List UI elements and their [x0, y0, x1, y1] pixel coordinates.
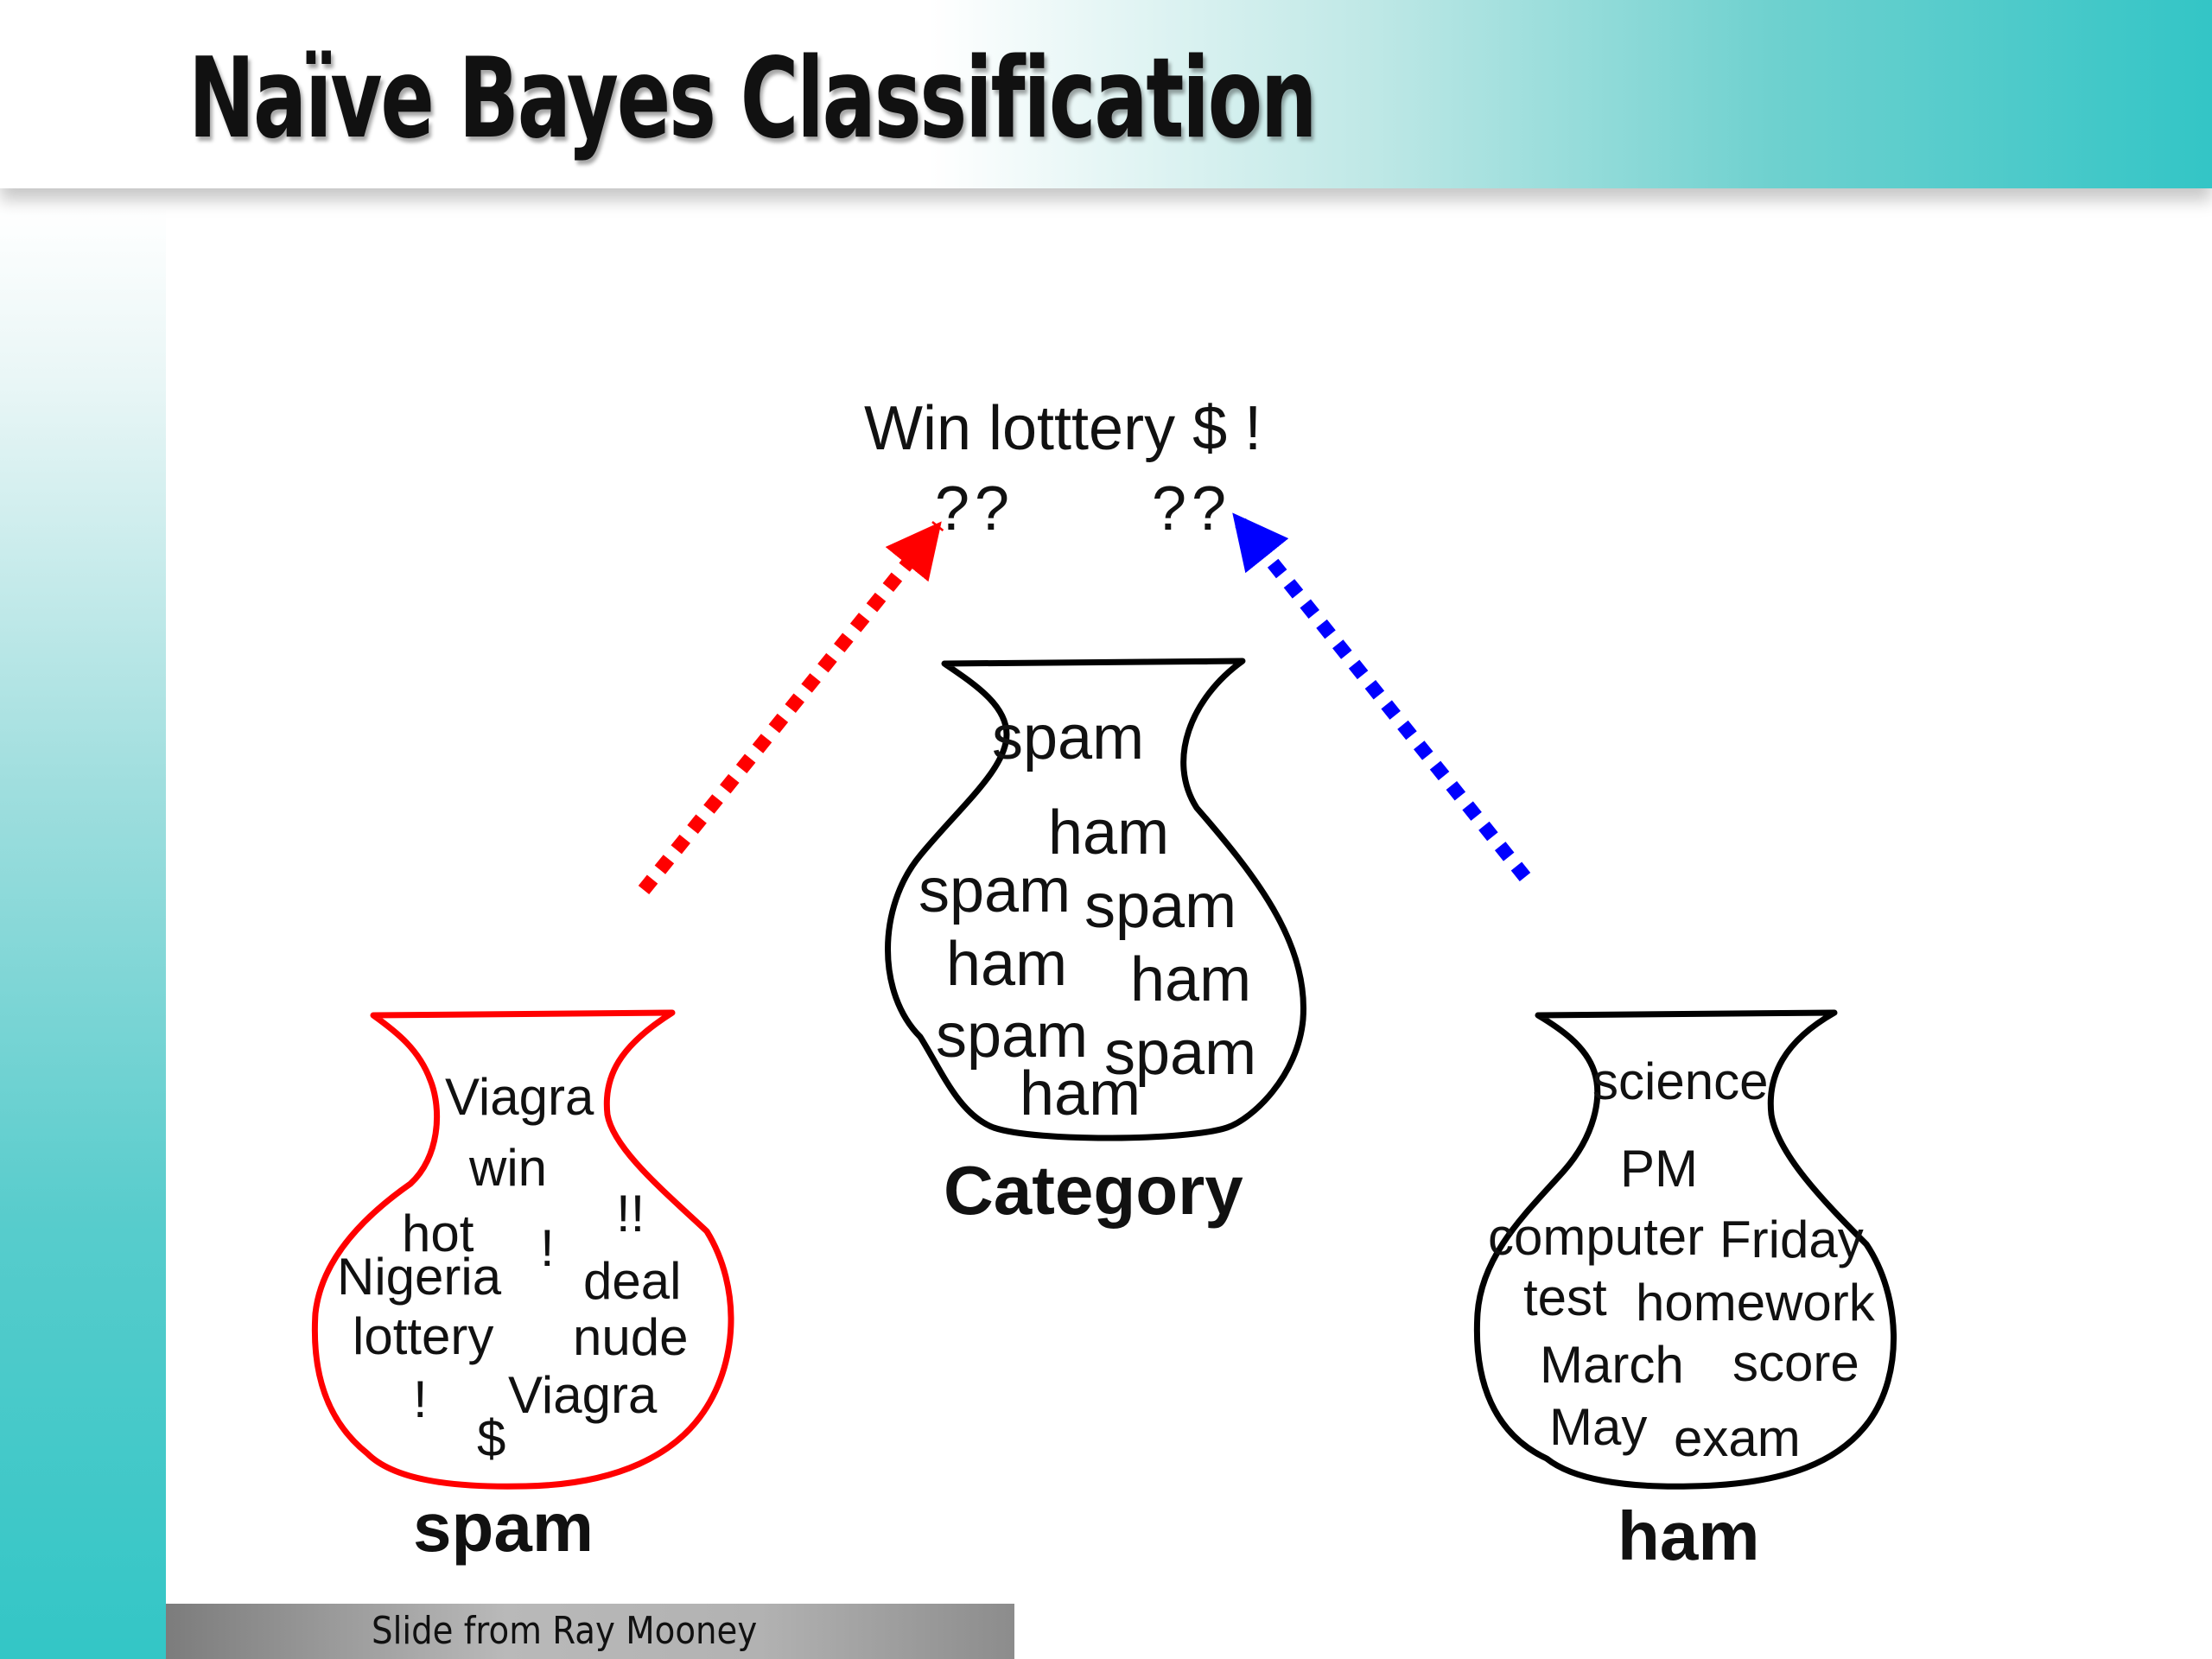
- left-decor-band: [0, 207, 166, 1659]
- ham-word: homework: [1636, 1274, 1876, 1332]
- category-word: spam: [1084, 872, 1236, 941]
- spam-word: Nigeria: [337, 1248, 502, 1306]
- spam-word: Viagra: [445, 1068, 594, 1126]
- arrow-ham-to-query: [1230, 512, 1531, 882]
- spam-jar: [311, 1009, 734, 1490]
- spam-word: !: [540, 1219, 555, 1277]
- spam-word: deal: [583, 1252, 681, 1310]
- spam-word: hot: [402, 1205, 474, 1262]
- ham-word: computer: [1488, 1208, 1704, 1266]
- ham-jar: [1473, 1009, 1897, 1490]
- unknown-left: ??: [935, 474, 1014, 543]
- credit-bar: Slide from Ray Mooney: [166, 1604, 1014, 1659]
- slide-title: Naïve Bayes Classification: [188, 35, 1317, 163]
- ham-word: exam: [1674, 1409, 1801, 1467]
- category-word: spam: [936, 1001, 1088, 1071]
- category-word: ham: [946, 930, 1067, 999]
- arrow-spam-to-query: [638, 520, 944, 895]
- unknown-right: ??: [1152, 474, 1231, 543]
- category-word: ham: [1130, 945, 1251, 1014]
- category-word: ham: [1048, 798, 1169, 868]
- category-word: spam: [992, 703, 1144, 772]
- spam-word: win: [468, 1139, 547, 1197]
- category-word: spam: [1104, 1019, 1256, 1088]
- ham-label: ham: [1618, 1497, 1760, 1574]
- query-text: Win lotttery $ !: [864, 394, 1262, 463]
- category-word: ham: [1020, 1059, 1141, 1128]
- slide-header: Naïve Bayes Classification: [0, 0, 2212, 188]
- diagram-canvas: [166, 340, 2212, 1659]
- spam-word: Viagra: [508, 1366, 658, 1424]
- ham-word: score: [1732, 1334, 1859, 1392]
- ham-word: test: [1523, 1268, 1607, 1326]
- category-label: Category: [944, 1152, 1243, 1229]
- ham-word: Friday: [1719, 1211, 1864, 1268]
- category-word: spam: [918, 856, 1071, 925]
- spam-word: !!: [616, 1185, 645, 1243]
- credit-text: Slide from Ray Mooney: [372, 1609, 758, 1653]
- category-jar: [885, 658, 1307, 1141]
- ham-word: March: [1540, 1336, 1684, 1394]
- spam-word: lottery: [353, 1307, 493, 1365]
- ham-word: science: [1592, 1052, 1768, 1110]
- spam-word: !: [413, 1370, 428, 1428]
- spam-word: $: [477, 1409, 505, 1467]
- ham-word: May: [1549, 1398, 1647, 1456]
- spam-label: spam: [413, 1489, 594, 1566]
- ham-word: PM: [1620, 1140, 1698, 1198]
- spam-word: nude: [573, 1308, 688, 1366]
